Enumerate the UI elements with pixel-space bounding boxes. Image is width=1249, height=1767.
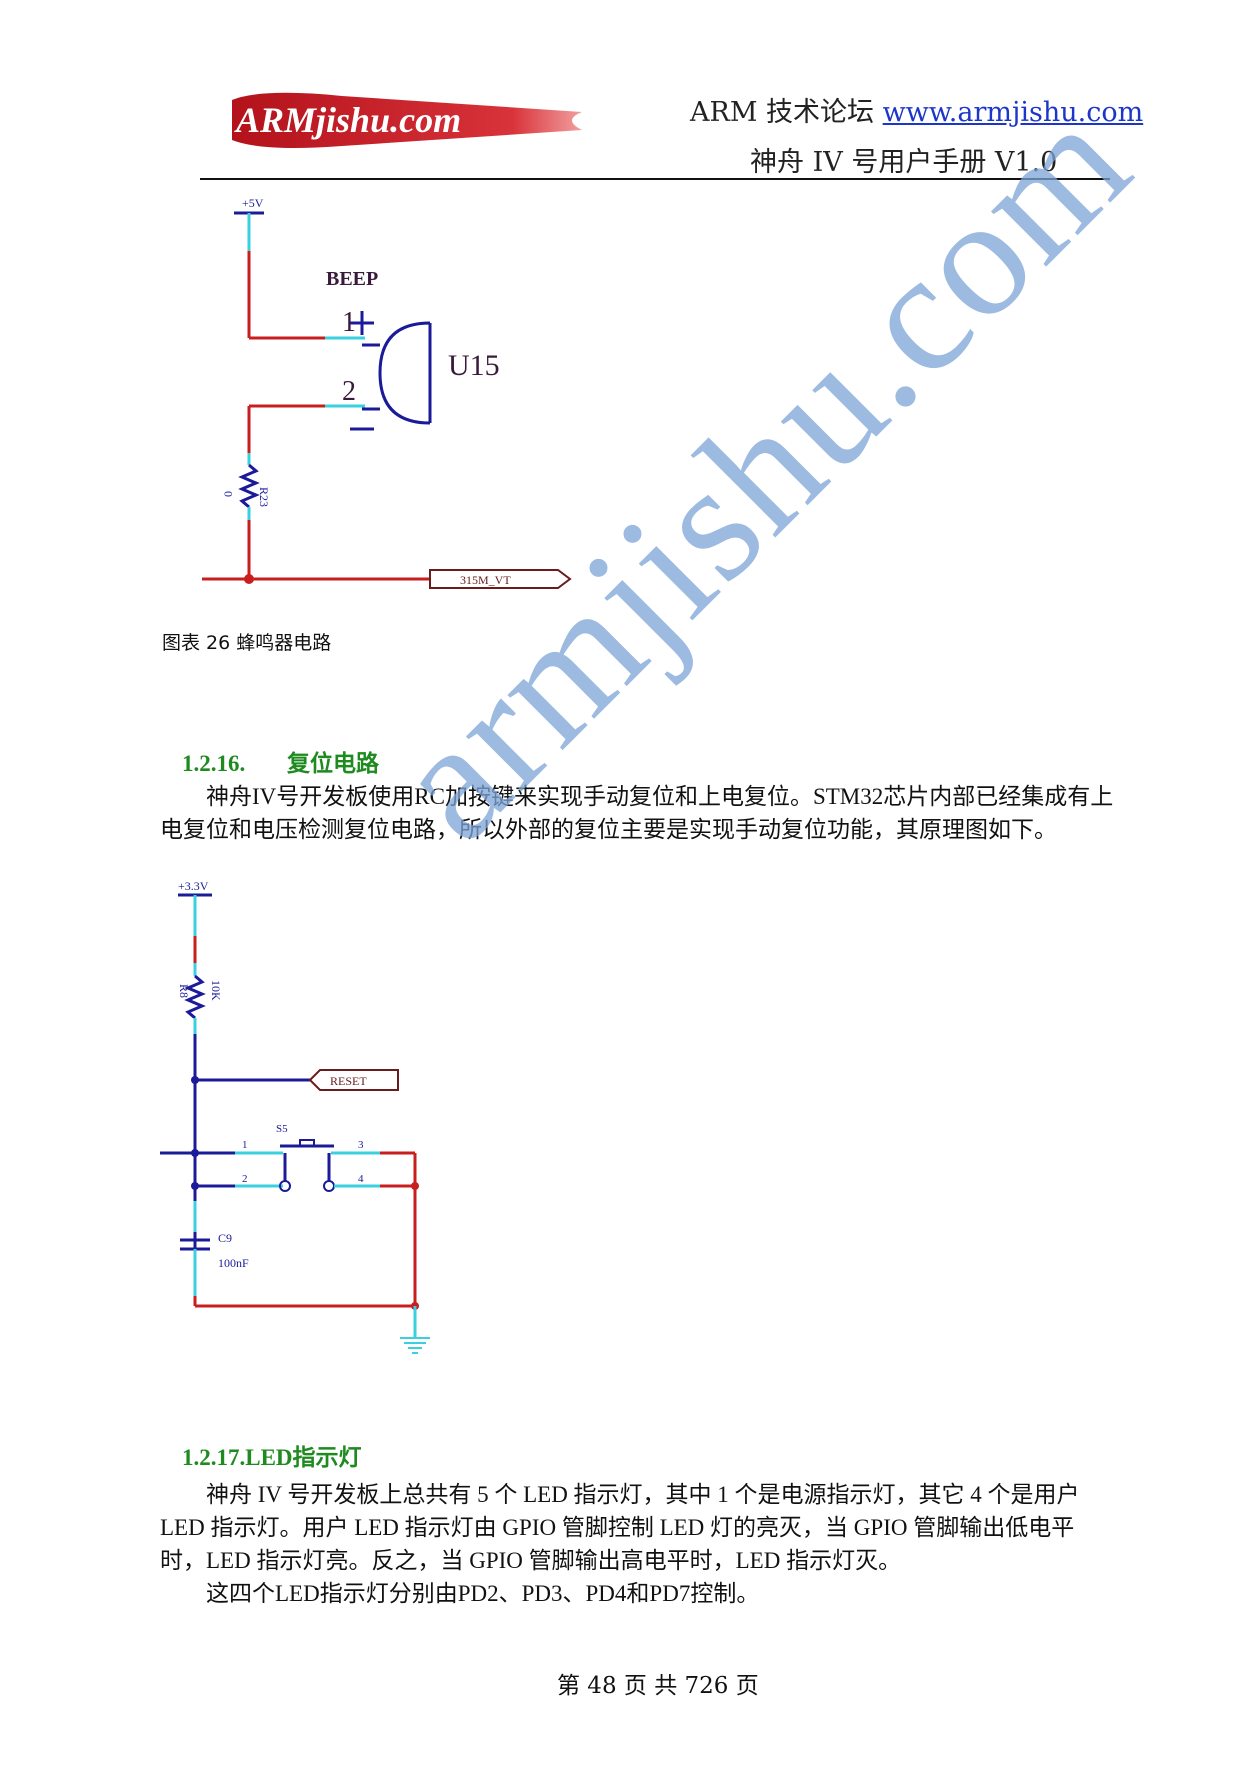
section-title: 复位电路: [287, 751, 379, 776]
section-heading-reset: 1.2.16. 复位电路: [182, 744, 379, 778]
r8-ref: R8: [177, 984, 191, 998]
resistor-ref: R23: [257, 487, 271, 507]
section-heading-led: 1.2.17.LED指示灯: [182, 1438, 362, 1472]
section-title: LED指示灯: [245, 1445, 362, 1470]
figure-caption: 图表 26 蜂鸣器电路: [162, 632, 332, 654]
pin2-label: 2: [342, 376, 356, 407]
resistor-value: 0: [221, 491, 235, 497]
switch-pin3: 3: [358, 1139, 364, 1151]
site-name: ARM 技术论坛: [690, 97, 875, 128]
switch-pin1: 1: [242, 1139, 248, 1151]
header-rule: [200, 178, 1110, 180]
armjishu-logo: ARMjishu.com: [232, 92, 582, 148]
component-name: BEEP: [326, 268, 378, 290]
reset-schematic: +3.3V R8 10K RESET S5 1 2 3 4 C9 100nF: [160, 879, 430, 1354]
cap-value: 100nF: [218, 1256, 249, 1270]
switch-ref: S5: [276, 1123, 288, 1135]
section-number: 1.2.17.: [182, 1445, 246, 1470]
led-paragraph-1: 神舟 IV 号开发板上总共有 5 个 LED 指示灯，其中 1 个是电源指示灯，…: [160, 1482, 1080, 1573]
site-url-link[interactable]: www.armjishu.com: [882, 97, 1144, 128]
switch-pin2: 2: [242, 1173, 248, 1185]
r8-value: 10K: [209, 980, 223, 1001]
designator-label: U15: [448, 349, 500, 382]
pin1-label: 1: [342, 307, 356, 338]
reset-net-label: RESET: [330, 1074, 367, 1088]
header-site: ARM 技术论坛 www.armjishu.com: [690, 90, 1143, 129]
reset-paragraph: 神舟IV号开发板使用RC加按键来实现手动复位和上电复位。STM32芯片内部已经集…: [160, 784, 1114, 842]
beep-schematic: +5V BEEP 1 2 U15 R23 0 315M_VT: [202, 196, 572, 589]
section-number: 1.2.16.: [182, 751, 246, 776]
logo-text: ARMjishu.com: [234, 100, 461, 140]
net-label: 315M_VT: [460, 573, 511, 587]
led-paragraph-2: 这四个LED指示灯分别由PD2、PD3、PD4和PD7控制。: [206, 1581, 760, 1606]
manual-title: 神舟 IV 号用户手册 V1.0: [750, 147, 1058, 178]
cap-ref: C9: [218, 1231, 232, 1245]
page-footer: 第 48 页 共 726 页: [557, 1673, 759, 1699]
reset-power-label: +3.3V: [178, 879, 209, 893]
switch-pin4: 4: [358, 1173, 364, 1185]
power-label: +5V: [242, 196, 264, 210]
